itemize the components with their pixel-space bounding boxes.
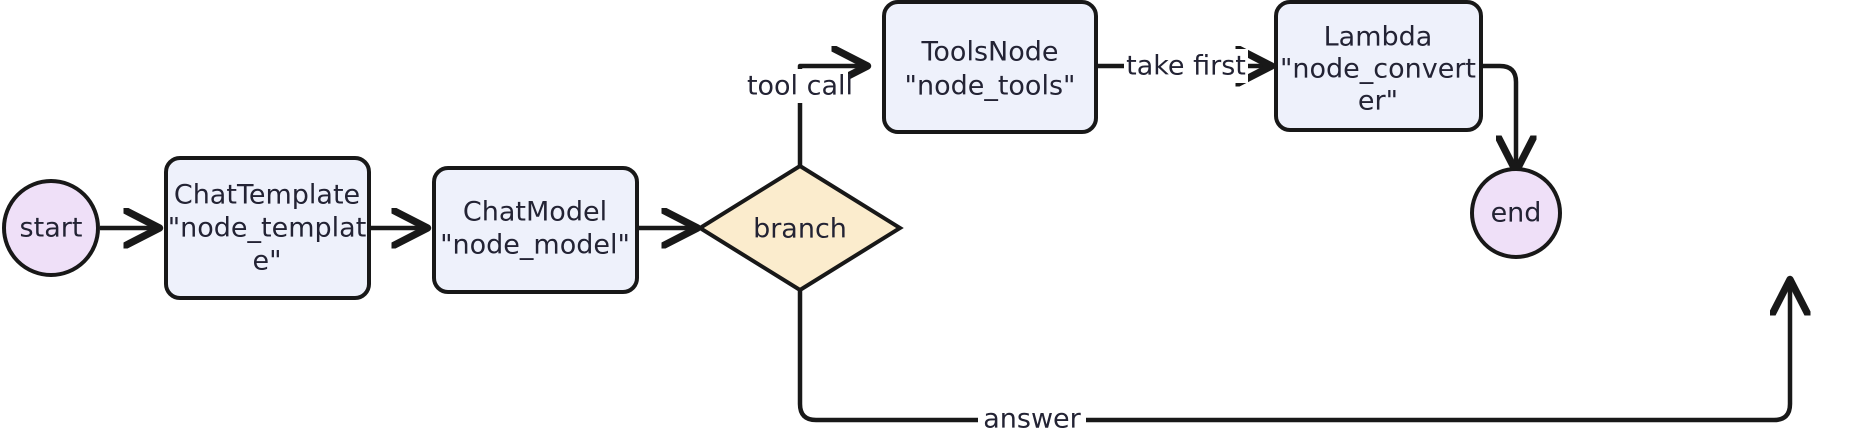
start-circle-shape (2, 179, 100, 277)
node-branch-label-line-1: branch (753, 214, 847, 245)
edge-branch-to-end (797, 283, 1790, 423)
edge-label-tool-call-group: tool call (747, 69, 853, 103)
node-tools-label-line-2: "node_tools" (905, 71, 1076, 102)
node-chat-template-label-line-3: e" (252, 246, 281, 277)
edge-label-answer-group: answer (978, 403, 1086, 437)
node-start[interactable]: start (2, 179, 100, 277)
node-converter-shape (1274, 0, 1483, 132)
edge-label-take-first-backdrop (1124, 49, 1248, 83)
node-chat-template-label-line-1: ChatTemplate (174, 180, 360, 211)
node-chat-model-label-line-2: "node_model" (440, 230, 630, 261)
edge-label-take-first-group: take first (1124, 49, 1248, 83)
node-branch-shape (696, 163, 904, 293)
node-start-label-line-1: start (20, 213, 83, 244)
edge-label-take-first: take first (1126, 51, 1246, 82)
edge-branch-to-node-tools (797, 66, 864, 166)
node-chat-template[interactable]: ChatTemplate "node_templat e" (164, 156, 371, 300)
node-chat-model[interactable]: ChatModel "node_model" (432, 166, 639, 294)
edge-label-answer: answer (983, 404, 1081, 435)
node-converter-label-line-1: Lambda (1324, 22, 1433, 53)
node-chat-template-shape (164, 156, 371, 300)
edge-label-answer-backdrop (978, 403, 1086, 437)
end-circle-shape (1470, 167, 1562, 259)
edge-node-converter-to-end (1481, 63, 1516, 168)
node-converter-label-line-3: er" (1358, 86, 1398, 117)
node-tools[interactable]: ToolsNode "node_tools" (882, 0, 1098, 134)
node-end[interactable]: end (1470, 167, 1562, 259)
node-branch[interactable]: branch (696, 163, 904, 293)
node-tools-label-line-1: ToolsNode (921, 37, 1059, 68)
node-chat-model-label-line-1: ChatModel (463, 197, 607, 228)
edge-label-tool-call: tool call (747, 71, 853, 102)
node-converter[interactable]: Lambda "node_convert er" (1274, 0, 1483, 132)
node-end-label-line-1: end (1491, 198, 1542, 229)
node-chat-model-shape (432, 166, 639, 294)
edge-label-tool-call-backdrop (752, 69, 848, 103)
node-converter-label-line-2: "node_convert (1280, 54, 1476, 85)
node-chat-template-label-line-2: "node_templat (168, 213, 367, 244)
node-tools-shape (882, 0, 1098, 134)
